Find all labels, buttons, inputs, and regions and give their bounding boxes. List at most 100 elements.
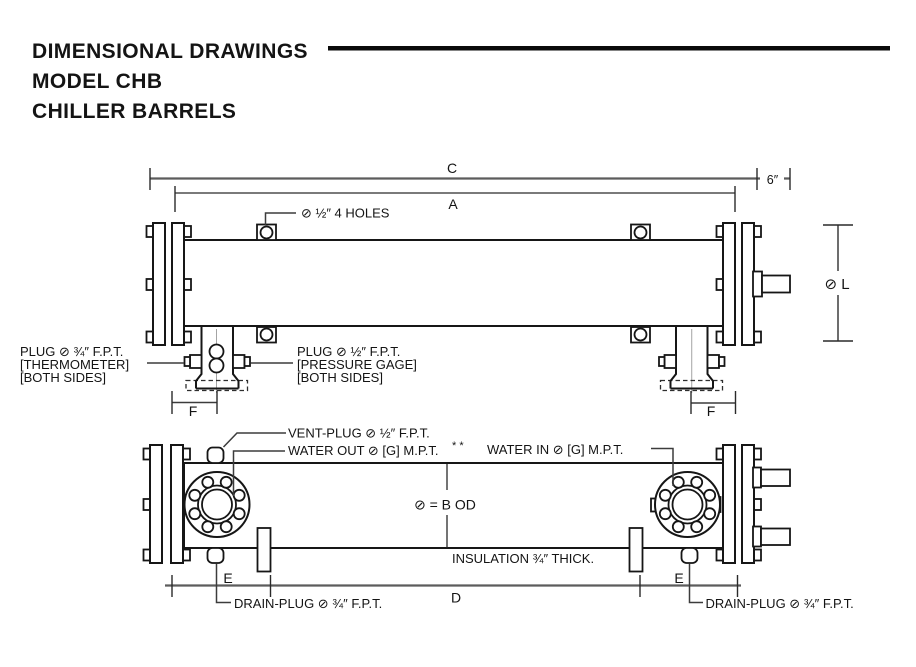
bolt-hole-pattern [658, 475, 717, 534]
mounting-tabs [256, 223, 651, 344]
dim-label-c: C [447, 160, 457, 176]
bolt-hole [658, 488, 672, 502]
dim-label-d: D [451, 590, 461, 606]
stub-hex [752, 270, 763, 298]
flange-lug [753, 225, 762, 238]
dim-label-e-left: E [223, 570, 232, 586]
side-plug-cap [658, 356, 666, 367]
water-inlet-flange [650, 471, 722, 538]
callout-drain-left: DRAIN-PLUG ⊘ ¾″ F.P.T. [234, 596, 382, 611]
nozzle-wall [232, 326, 240, 389]
drain-right-leader [688, 563, 703, 604]
side-plug-body [706, 354, 720, 369]
flange-plate [741, 444, 755, 564]
stub-hex [752, 525, 762, 548]
callout-gage-line3: [BOTH SIDES] [297, 370, 383, 385]
flange-lug [182, 548, 191, 562]
callout-pressure-gage-plug: PLUG ⊘ ½″ F.P.T. [PRESSURE GAGE] [BOTH S… [250, 344, 417, 385]
flange-lug [753, 447, 762, 461]
side-plug-body [232, 354, 246, 369]
refrigerant-connections [752, 466, 791, 548]
tube-sheet [722, 444, 736, 564]
stub-hex [752, 466, 762, 489]
mounting-hole [633, 327, 648, 342]
bolt-hole [690, 520, 704, 534]
bottom-view-annotations: VENT-PLUG ⊘ ½″ F.P.T. WATER OUT ⊘ [G] M.… [165, 426, 854, 611]
side-plug-body [663, 354, 677, 369]
mounting-hole [259, 327, 274, 342]
callout-water-in: WATER IN ⊘ [G] M.P.T. [487, 442, 623, 457]
nozzle-wall [195, 326, 203, 389]
flange-plate [149, 444, 163, 564]
water-opening-bore [201, 488, 233, 521]
side-plug-cap [243, 356, 251, 367]
bolt-hole [232, 488, 246, 502]
right-flange [715, 444, 762, 564]
drain-plug-right [680, 547, 699, 564]
bolt-hole [703, 488, 717, 502]
nozzle-flange-hidden [659, 379, 724, 392]
callout-thermometer-line3: [BOTH SIDES] [20, 370, 106, 385]
bolt-hole [201, 475, 215, 489]
bolt-hole [219, 520, 233, 534]
callout-thermometer-plug: PLUG ⊘ ¾″ F.P.T. [THERMOMETER] [BOTH SID… [20, 344, 184, 385]
flange-lug [753, 548, 762, 562]
flange-lug [183, 278, 192, 291]
side-plug-cap [718, 356, 726, 367]
label-mask [819, 271, 857, 295]
callout-gage-line1: PLUG ⊘ ½″ F.P.T. [297, 344, 400, 359]
bolt-hole [188, 488, 202, 502]
right-nozzle [658, 326, 726, 393]
product-title: CHILLER BARRELS [32, 100, 236, 123]
flange-lug [753, 330, 762, 344]
bolt-hole [690, 475, 704, 489]
vent-plug [206, 446, 225, 464]
bolt-hole [219, 475, 233, 489]
dim-label-e-right: E [674, 570, 683, 586]
label-shell-od: ⊘ = B OD [414, 497, 476, 513]
flange-lug [182, 447, 191, 461]
bolt-hole [201, 520, 215, 534]
bolt-hole [188, 507, 202, 521]
stub-pipe [761, 274, 791, 294]
label-insulation: INSULATION ¾″ THICK. [452, 551, 594, 566]
mounting-hole [259, 225, 274, 240]
stub-pipe [760, 468, 791, 487]
nozzle-wall [669, 326, 677, 389]
left-flange [142, 444, 191, 564]
support-tab-left [256, 527, 272, 573]
water-outlet-flange [183, 471, 251, 538]
side-plug-cap [183, 356, 191, 367]
dim-label-f-left: F [189, 403, 198, 419]
holes-callout-leader [264, 212, 296, 226]
dim-label-stub: 6″ [767, 173, 779, 187]
side-elevation-view [145, 222, 791, 393]
callout-water-out: WATER OUT ⊘ [G] M.P.T. [288, 443, 439, 458]
bolt-hole [671, 475, 685, 489]
label-mask [760, 168, 784, 187]
model-title: MODEL CHB [32, 70, 162, 93]
bolt-hole [703, 507, 717, 521]
tube-sheet [171, 222, 185, 346]
callout-drain-right: DRAIN-PLUG ⊘ ¾″ F.P.T. [706, 596, 854, 611]
side-view-dimensions: C 6″ A ⊘ L F F ⊘ ½″ 4 HOLES PLUG ⊘ ¾″ F.… [20, 160, 857, 419]
water-out-leader [232, 450, 285, 496]
bolt-hole [671, 520, 685, 534]
support-tab-right [628, 527, 644, 573]
tube-sheet [170, 444, 184, 564]
bolt-hole [232, 507, 246, 521]
callout-thermometer-line2: [THERMOMETER] [20, 357, 129, 372]
shell-body [183, 239, 724, 327]
dim-label-f-right: F [707, 403, 716, 419]
water-in-leader [651, 447, 674, 486]
flange-lug [183, 330, 192, 344]
callout-vent-plug: VENT-PLUG ⊘ ½″ F.P.T. [288, 426, 430, 441]
water-out-asterisks: * * [452, 440, 464, 452]
plug-port [208, 343, 225, 360]
dim-label-a: A [448, 196, 458, 212]
side-plug-body [189, 354, 203, 369]
stub-pipe [760, 527, 791, 546]
callout-mounting-holes: ⊘ ½″ 4 HOLES [301, 206, 390, 221]
flange-lug [183, 225, 192, 238]
